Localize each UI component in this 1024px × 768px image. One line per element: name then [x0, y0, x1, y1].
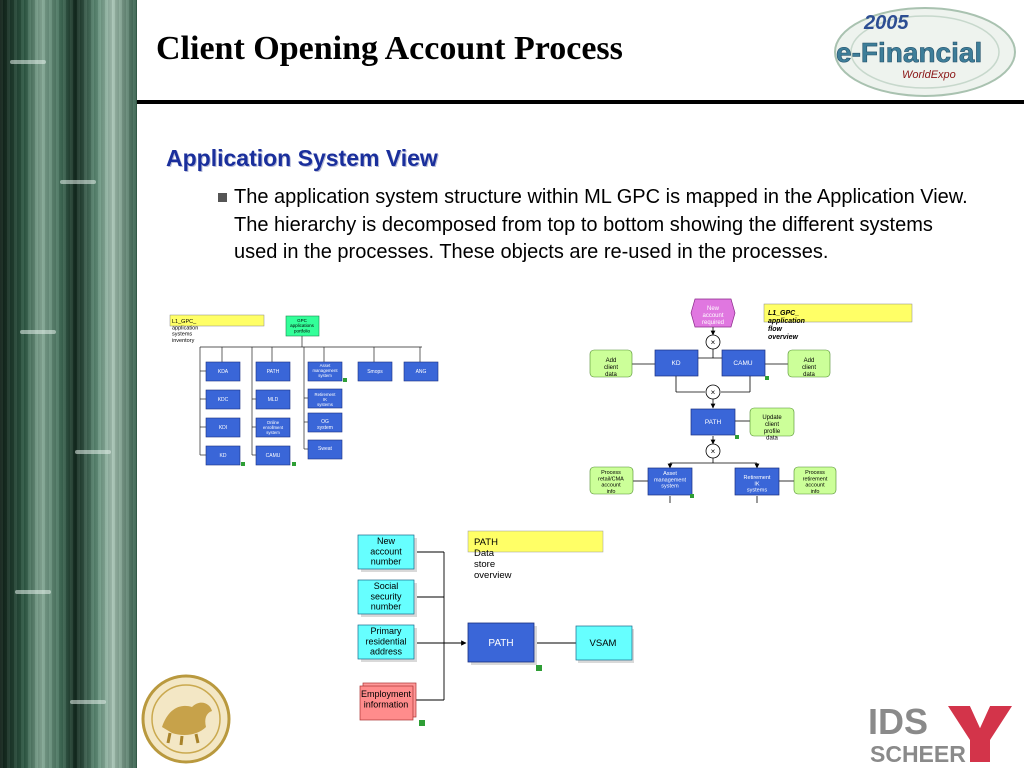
app-label-camu: CAMU	[266, 453, 281, 459]
app-box-sweat	[307, 439, 343, 460]
datastore-vsam-label: VSAM	[590, 638, 617, 649]
efin-year: 2005	[863, 12, 909, 34]
fn-add-client-right	[787, 349, 831, 378]
efin-name: e-Financial	[836, 37, 982, 68]
datastore-path-box	[467, 622, 535, 663]
ids-scheer-logo: IDS SCHEER	[868, 701, 1012, 766]
app-label-ang: ANG	[416, 369, 427, 375]
fn-add-client-left	[589, 349, 633, 378]
flow-note	[763, 303, 913, 323]
app-box-kdi	[205, 417, 241, 438]
flow-app-retire	[734, 467, 780, 496]
input-new-account	[357, 534, 415, 570]
input-employment	[359, 685, 414, 721]
svg-text:×: ×	[711, 447, 716, 456]
ids-line2: SCHEER	[870, 741, 966, 766]
xor-connector-icon	[705, 384, 721, 400]
flow-app-kd-label: KD	[671, 360, 680, 367]
efin-sub: WorldExpo	[902, 69, 956, 81]
flow-app-kd	[654, 349, 699, 377]
app-label-smops: Smops	[367, 369, 383, 375]
bullet-text: The application system structure within …	[234, 186, 968, 263]
input-primary-address	[357, 624, 415, 660]
seal-logo	[141, 674, 231, 764]
flow-app-camu-label: CAMU	[733, 360, 752, 367]
app-box-og	[307, 412, 343, 433]
root-app-box	[285, 315, 320, 337]
efinancial-logo: 2005 e-Financial WorldExpo	[834, 7, 1016, 97]
title-divider	[137, 100, 1024, 104]
bamboo-background	[0, 0, 137, 768]
datastore-hierarchy-icons	[419, 665, 542, 726]
event-new-account	[690, 298, 736, 328]
app-label-mld: MLD	[268, 397, 279, 403]
fn-update-client	[749, 407, 795, 437]
inventory-note	[169, 314, 265, 327]
app-label-kda: KDA	[218, 369, 229, 375]
ids-line1: IDS	[868, 701, 928, 742]
app-label-kd: KD	[220, 453, 227, 459]
flow-app-path-label: PATH	[705, 419, 722, 426]
app-box-kda	[205, 361, 241, 382]
flow-app-camu	[721, 349, 766, 377]
app-box-path	[255, 361, 291, 382]
app-label-sweat: Sweat	[318, 446, 333, 452]
svg-text:×: ×	[711, 388, 716, 397]
app-label-kdi: KDI	[219, 425, 227, 431]
app-box-mld	[255, 389, 291, 410]
xor-connector-icon	[705, 334, 721, 350]
app-box-retire-ik	[307, 388, 343, 409]
section-subtitle: Application System View	[166, 145, 438, 171]
fn-process-retirement	[793, 466, 837, 495]
app-label-kdc: KDC	[218, 397, 229, 403]
svg-text:×: ×	[711, 338, 716, 347]
datastore-path-label: PATH	[488, 638, 513, 649]
fn-process-retail	[589, 466, 634, 495]
app-box-asset	[307, 361, 343, 382]
app-label-path: PATH	[267, 369, 280, 375]
app-box-camu	[255, 445, 291, 466]
app-box-ang	[403, 361, 439, 382]
xor-connector-icon	[705, 443, 721, 459]
datastore-note	[467, 530, 604, 553]
app-box-kd	[205, 445, 241, 466]
app-box-kdc	[205, 389, 241, 410]
datastore-vsam-box	[575, 625, 633, 661]
flow-app-asset	[647, 467, 693, 496]
flow-app-path	[690, 408, 736, 436]
app-box-online	[255, 417, 291, 438]
input-social-security	[357, 579, 415, 615]
flow-hierarchy-icons	[690, 376, 769, 498]
bullet-square-icon	[218, 193, 227, 202]
app-box-smops	[357, 361, 393, 382]
hierarchy-icons	[241, 378, 347, 466]
slide-title: Client Opening Account Process	[156, 30, 623, 67]
